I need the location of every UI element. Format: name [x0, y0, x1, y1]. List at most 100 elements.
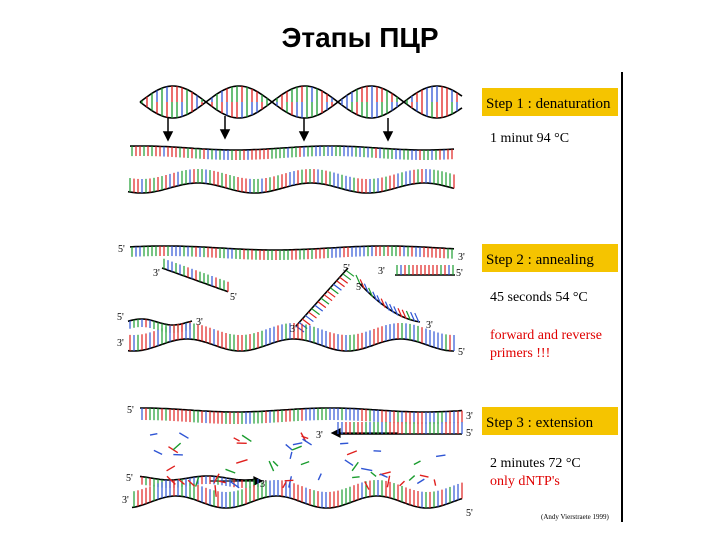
- primer-diagonal-a-base: [339, 276, 349, 284]
- helix-strand-a: [139, 85, 463, 119]
- step2-note-line1: forward and reverse: [490, 328, 602, 343]
- free-dntp: [268, 460, 275, 472]
- primer-diagonal-a-base: [326, 290, 336, 298]
- label-5prime: 5': [466, 428, 473, 439]
- primer-diagonal-b-base: [376, 295, 382, 305]
- label-3prime: 3': [122, 495, 129, 506]
- primer-diagonal-b-base: [380, 298, 386, 308]
- free-dntp: [282, 481, 287, 489]
- label-3prime: 3': [260, 479, 267, 490]
- primer-diagonal-b-base: [368, 287, 374, 298]
- free-dntp: [172, 442, 182, 451]
- dna-strands: [127, 85, 463, 509]
- label-5prime: 5': [230, 292, 237, 303]
- primer-diagonal-b-base: [355, 274, 361, 285]
- primer-diagonal-b-base: [359, 279, 365, 289]
- free-dntp: [213, 473, 220, 484]
- free-dntp: [364, 481, 370, 490]
- step1-header-box: [482, 88, 618, 116]
- free-dntp: [435, 454, 446, 458]
- primer-diagonal-a-base: [304, 315, 314, 323]
- label-3prime: 3': [196, 317, 203, 328]
- label-5prime: 5': [127, 405, 134, 416]
- free-dntp: [301, 435, 309, 440]
- primer-diagonal-a-base: [336, 280, 345, 288]
- free-dntp: [408, 475, 416, 482]
- free-dntp: [433, 479, 437, 486]
- free-dntp: [272, 460, 279, 467]
- free-dntp: [288, 476, 293, 488]
- primer-diagonal-a-base: [323, 294, 333, 302]
- free-dntp: [218, 480, 226, 484]
- step2-title: Step 2 : annealing: [486, 252, 594, 268]
- free-dntp: [233, 437, 240, 442]
- label-5prime: 5': [466, 508, 473, 519]
- primer-lower-left-backbone: [127, 318, 193, 326]
- primer-diagonal-b-base: [405, 310, 411, 321]
- primer-diagonal-b-base: [397, 307, 403, 318]
- step3-title: Step 3 : extension: [486, 415, 594, 431]
- label-5prime: 5': [458, 347, 465, 358]
- step3-condition: 2 minutes 72 °C: [490, 456, 581, 471]
- free-dntp: [379, 473, 388, 479]
- free-dntp: [289, 451, 293, 460]
- free-dntp: [225, 468, 236, 474]
- step3-note: only dNTP's: [490, 474, 560, 489]
- free-dntp: [419, 474, 429, 478]
- free-dntp: [241, 434, 252, 443]
- free-dntp: [187, 479, 196, 487]
- label-3prime: 3': [117, 338, 124, 349]
- free-dntp: [302, 438, 312, 446]
- primer-diagonal-a-base: [317, 301, 327, 309]
- primer-diagonal-b-base: [372, 291, 378, 301]
- slide-title: Этапы ПЦР: [281, 22, 439, 53]
- step1-title: Step 1 : denaturation: [486, 96, 611, 112]
- step2-header-box: [482, 244, 618, 272]
- primer-diagonal-a-base: [342, 273, 352, 281]
- free-dntp: [370, 471, 377, 478]
- annealing-bottom-backbone: [127, 338, 454, 352]
- primer-diagonal-a-base: [314, 304, 324, 312]
- primer-left-backbone: [161, 267, 229, 293]
- free-dntp: [399, 480, 406, 487]
- free-dntp: [344, 459, 354, 466]
- step1-condition: 1 minut 94 °C: [490, 131, 569, 146]
- primer-diagonal-b-base: [410, 311, 416, 322]
- free-dntp: [178, 432, 189, 439]
- label-5prime: 5': [126, 473, 133, 484]
- free-dntp: [351, 461, 359, 472]
- credit-text: (Andy Vierstraete 1999): [541, 513, 610, 521]
- free-dntp: [229, 480, 240, 489]
- primer-diagonal-b-base: [384, 301, 390, 311]
- label-5prime: 5': [456, 268, 463, 279]
- label-3prime: 3': [466, 411, 473, 422]
- label-3prime: 3': [153, 268, 160, 279]
- extension-bottom-backbone: [131, 495, 463, 509]
- free-dntp: [236, 459, 248, 464]
- free-dntp: [285, 443, 293, 451]
- free-dntp: [413, 460, 421, 466]
- label-5prime: 5': [118, 244, 125, 255]
- primer-diagonal-a-base: [320, 297, 330, 305]
- primer-diagonal-a-base: [311, 308, 320, 316]
- label-3prime: 3': [426, 320, 433, 331]
- primer-diagonal-b-base: [401, 309, 407, 319]
- free-dntp: [194, 476, 200, 487]
- free-dntp: [300, 460, 310, 466]
- step3-header-box: [482, 407, 618, 435]
- free-dntp: [361, 467, 373, 472]
- label-3prime: 3': [378, 266, 385, 277]
- primer-diagonal-a-backbone: [295, 267, 349, 327]
- label-3prime: 3': [290, 324, 297, 335]
- free-dntp: [168, 446, 179, 454]
- free-dntp: [352, 476, 360, 479]
- free-dntp: [291, 445, 302, 451]
- free-dntp: [177, 478, 186, 485]
- label-5prime: 5': [117, 312, 124, 323]
- free-dntp: [292, 442, 303, 446]
- step2-note-line2: primers !!!: [490, 346, 550, 361]
- extension-top-backbone: [140, 407, 463, 413]
- free-dntp: [317, 473, 322, 481]
- free-dntp: [284, 479, 294, 482]
